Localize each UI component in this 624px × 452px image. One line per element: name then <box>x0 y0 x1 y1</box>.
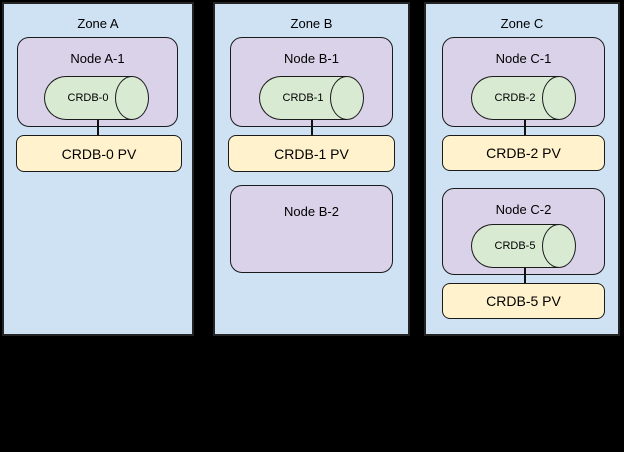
pv-crdb-0-label: CRDB-0 PV <box>61 145 137 162</box>
pv-crdb-5-label: CRDB-5 PV <box>486 293 561 309</box>
node-c2-box: Node C-2 CRDB-5 <box>442 188 605 275</box>
pod-crdb-2-label: CRDB-2 <box>494 92 536 104</box>
zone-c-label: Zone C <box>500 16 544 31</box>
cylinder-cap <box>330 76 364 120</box>
pod-crdb-5-label: CRDB-5 <box>494 240 536 252</box>
cylinder-cap <box>542 76 576 120</box>
connector-node-a1-pv <box>97 120 99 136</box>
pod-crdb-0-label: CRDB-0 <box>67 92 109 104</box>
node-a1-box: Node A-1 CRDB-0 <box>17 37 178 127</box>
pv-box-crdb-0: CRDB-0 PV <box>16 135 182 172</box>
node-c1-box: Node C-1 CRDB-2 <box>442 37 605 127</box>
zone-b-container: Zone B Node B-1 CRDB-1 CRDB-1 PV Node B-… <box>213 2 410 336</box>
pv-box-crdb-2: CRDB-2 PV <box>442 135 605 171</box>
pod-cylinder-crdb-1: CRDB-1 <box>259 76 364 120</box>
pv-box-crdb-5: CRDB-5 PV <box>442 283 605 319</box>
zone-a-label: Zone A <box>77 16 119 31</box>
connector-node-c2-pv <box>524 268 526 284</box>
pod-crdb-1-label: CRDB-1 <box>282 92 324 104</box>
zone-c-container: Zone C Node C-1 CRDB-2 CRDB-2 PV Node C-… <box>424 2 620 336</box>
node-a1-label: Node A-1 <box>70 51 125 66</box>
cylinder-cap <box>115 76 149 120</box>
node-b2-label: Node B-2 <box>284 204 339 219</box>
node-b1-box: Node B-1 CRDB-1 <box>230 37 393 127</box>
zone-a-container: Zone A Node A-1 CRDB-0 CRDB-0 PV <box>2 2 194 336</box>
node-b2-box: Node B-2 <box>230 185 393 273</box>
pv-crdb-2-label: CRDB-2 PV <box>486 145 561 161</box>
pv-crdb-1-label: CRDB-1 PV <box>274 145 349 162</box>
connector-node-c1-pv <box>524 120 526 136</box>
node-c1-label: Node C-1 <box>495 51 552 66</box>
connector-node-b1-pv <box>311 120 313 136</box>
zone-b-label: Zone B <box>290 16 333 31</box>
node-c2-label: Node C-2 <box>495 202 552 217</box>
pod-cylinder-crdb-0: CRDB-0 <box>44 76 149 120</box>
cylinder-cap <box>542 224 576 268</box>
pod-cylinder-crdb-2: CRDB-2 <box>471 76 576 120</box>
pod-cylinder-crdb-5: CRDB-5 <box>471 224 576 268</box>
pv-box-crdb-1: CRDB-1 PV <box>228 135 395 172</box>
node-b1-label: Node B-1 <box>284 51 339 66</box>
